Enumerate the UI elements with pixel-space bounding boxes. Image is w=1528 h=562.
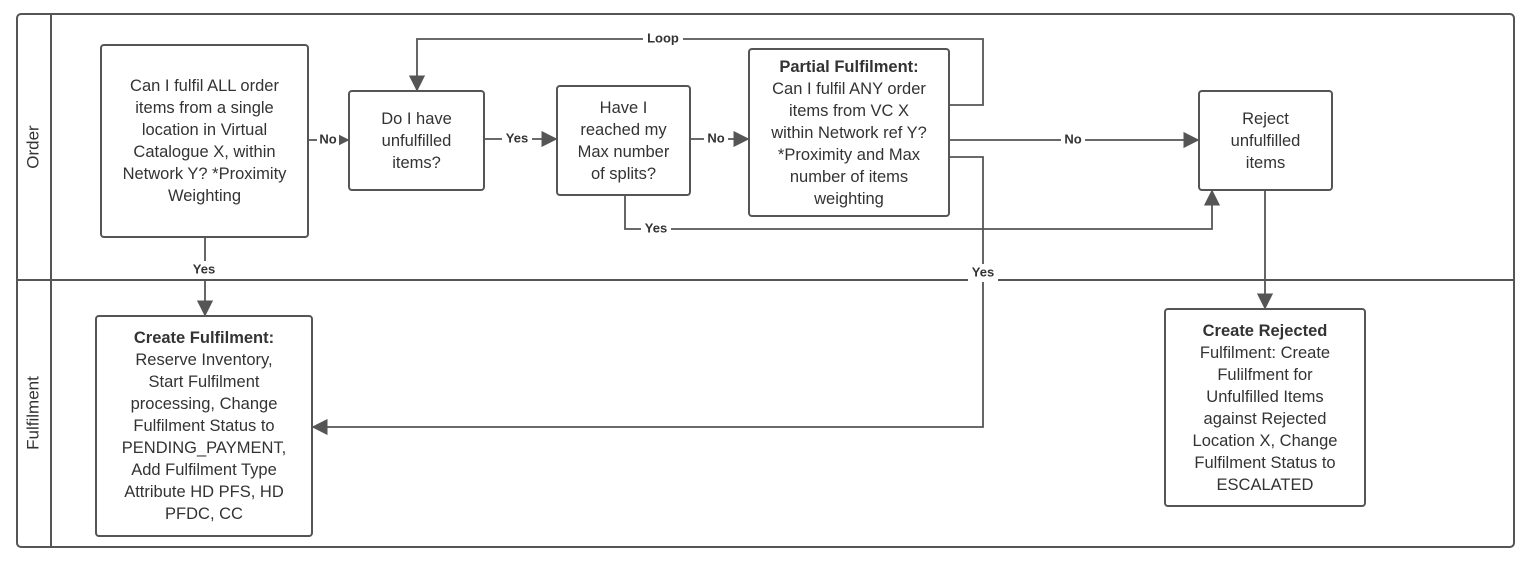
- edge-label-partial-yes: Yes: [972, 264, 994, 279]
- action-create-fulfilment-text-line: PENDING_PAYMENT,: [121, 439, 287, 457]
- action-create-rejected-text-line: Fulfilment Status to: [1194, 453, 1336, 472]
- decision-single-location-text-line: Can I fulfil ALL order: [130, 77, 279, 95]
- action-create-rejected-text-line: Fulilfment for: [1217, 365, 1313, 384]
- decision-partial-fulfilment-text-line: Can I fulfil ANY order: [772, 79, 926, 98]
- decision-unfulfilled-items: Do I have unfulfilled items?: [348, 90, 485, 191]
- decision-max-splits-text-line: of splits?: [590, 164, 657, 183]
- action-create-fulfilment-text-line: Fulfilment Status to: [133, 417, 275, 435]
- action-create-fulfilment-text-line: Attribute HD PFS, HD: [124, 483, 284, 501]
- lane-label-fulfilment: Fulfilment: [23, 376, 42, 450]
- edge-label-partial-no: No: [1064, 131, 1081, 146]
- decision-partial-fulfilment-text-line: items from VC X: [788, 101, 910, 120]
- decision-partial-fulfilment-text-line: number of items: [789, 167, 909, 186]
- decision-max-splits-text-line: reached my: [580, 120, 667, 139]
- decision-unfulfilled-items-text-line: Do I have: [381, 109, 452, 128]
- decision-max-splits-text-line: Have I: [599, 98, 648, 117]
- edge-label-unfulfilled-yes: Yes: [506, 130, 528, 145]
- action-create-rejected-text-line: against Rejected: [1203, 409, 1327, 428]
- action-create-rejected-title: Create Rejected: [1202, 321, 1328, 340]
- connector-partial-loop: [408, 38, 984, 106]
- decision-single-location-text-line: items from a single: [135, 99, 274, 117]
- decision-partial-fulfilment-text-line: within Network ref Y?: [771, 123, 927, 142]
- decision-single-location-text-line: Weighting: [167, 187, 242, 205]
- decision-single-location-text-line: Network Y? *Proximity: [122, 165, 287, 183]
- connector-splits-to-reject: [624, 189, 1221, 230]
- action-reject-unfulfilled: Reject unfulfilled items: [1198, 90, 1333, 191]
- connector-partial-to-create: [311, 156, 984, 436]
- edge-label-splits-no: No: [707, 130, 724, 145]
- decision-partial-fulfilment-title: Partial Fulfilment:: [779, 57, 919, 76]
- edge-label-single-yes: Yes: [193, 261, 215, 276]
- lane-label-order: Order: [23, 125, 42, 169]
- decision-partial-fulfilment-text-line: *Proximity and Max: [777, 145, 921, 164]
- edge-label-splits-yes: Yes: [645, 220, 667, 235]
- action-create-rejected-text-line: ESCALATED: [1216, 475, 1314, 494]
- decision-unfulfilled-items-text-line: unfulfilled: [381, 131, 452, 150]
- action-reject-unfulfilled-text-line: items: [1245, 153, 1286, 172]
- decision-single-location-text-line: Catalogue X, within: [133, 143, 276, 161]
- action-create-fulfilment-text-line: PFDC, CC: [165, 505, 243, 523]
- decision-max-splits-text-line: Max number: [577, 142, 670, 161]
- decision-partial-fulfilment-text-line: weighting: [814, 189, 884, 208]
- action-reject-unfulfilled-text-line: unfulfilled: [1230, 131, 1301, 150]
- action-create-fulfilment-text-line: Start Fulfilment: [148, 373, 260, 391]
- action-create-rejected-text-line: Unfulfilled Items: [1206, 387, 1324, 406]
- action-create-fulfilment-text-line: Add Fulfilment Type: [131, 461, 277, 479]
- edge-label-single-no: No: [319, 131, 336, 146]
- action-create-rejected-text-line: Fulfilment: Create: [1199, 343, 1331, 362]
- decision-partial-fulfilment: Partial Fulfilment: Can I fulfil ANY orde…: [748, 48, 950, 217]
- decision-unfulfilled-items-text-line: items?: [392, 153, 441, 172]
- action-create-fulfilment-title: Create Fulfilment:: [133, 329, 275, 347]
- action-create-rejected-text-line: Location X, Change: [1192, 431, 1338, 450]
- action-reject-unfulfilled-text-line: Reject: [1242, 109, 1289, 128]
- decision-single-location-text-line: location in Virtual: [141, 121, 268, 139]
- action-create-fulfilment: Create Fulfilment: Reserve Inventory, Star…: [95, 315, 313, 537]
- decision-max-splits: Have I reached my Max number of splits?: [556, 85, 691, 196]
- action-create-fulfilment-text-line: Reserve Inventory,: [135, 351, 273, 369]
- edge-label-loop: Loop: [647, 30, 679, 45]
- decision-single-location: Can I fulfil ALL order items from a singl…: [100, 44, 309, 238]
- action-create-fulfilment-text-line: processing, Change: [130, 395, 278, 413]
